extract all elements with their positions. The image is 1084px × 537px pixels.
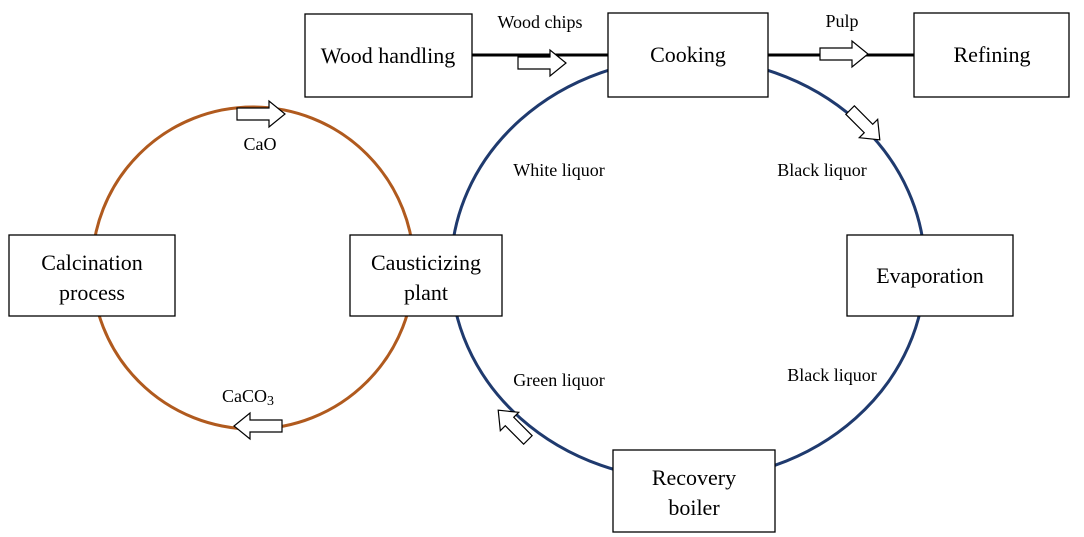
green-liquor-label: Green liquor [513, 370, 604, 390]
caco3-main: CaCO [222, 386, 267, 406]
caco3-subscript: 3 [267, 394, 274, 409]
cooking-label: Cooking [650, 42, 726, 67]
wood-handling-label: Wood handling [321, 43, 456, 68]
calcination-process-box [8, 234, 176, 317]
causticizing-plant-box [349, 234, 503, 317]
causticizing-plant-label-line2: plant [404, 280, 448, 305]
recovery-boiler-label-line1: Recovery [652, 465, 736, 490]
wood-handling-box [304, 13, 473, 98]
evaporation-label: Evaporation [876, 263, 984, 288]
cooking-box [607, 12, 769, 98]
black-liquor-top-label: Black liquor [777, 160, 866, 180]
white-liquor-label: White liquor [513, 160, 604, 180]
black-liquor-arrow-icon [845, 105, 881, 141]
evaporation-box [846, 234, 1014, 317]
recovery-boiler-label-line2: boiler [668, 495, 720, 520]
calcination-process-label-line2: process [59, 280, 125, 305]
pulp-label: Pulp [825, 11, 858, 31]
caco3-label: CaCO3 [222, 386, 274, 409]
caco3-arrow-icon [233, 411, 283, 441]
cao-arrow-icon [236, 99, 286, 129]
wood-chips-arrow-icon [517, 48, 567, 78]
recovery-boiler-box [612, 449, 776, 533]
refining-box [913, 12, 1070, 98]
wood-chips-label: Wood chips [497, 12, 582, 32]
causticizing-plant-label-line1: Causticizing [371, 250, 481, 275]
green-liquor-arrow-icon [497, 409, 533, 445]
cao-label: CaO [244, 134, 277, 154]
pulp-arrow-icon [819, 39, 869, 69]
refining-label: Refining [954, 42, 1031, 67]
black-liquor-bottom-label: Black liquor [787, 365, 876, 385]
calcination-process-label-line1: Calcination [41, 250, 142, 275]
